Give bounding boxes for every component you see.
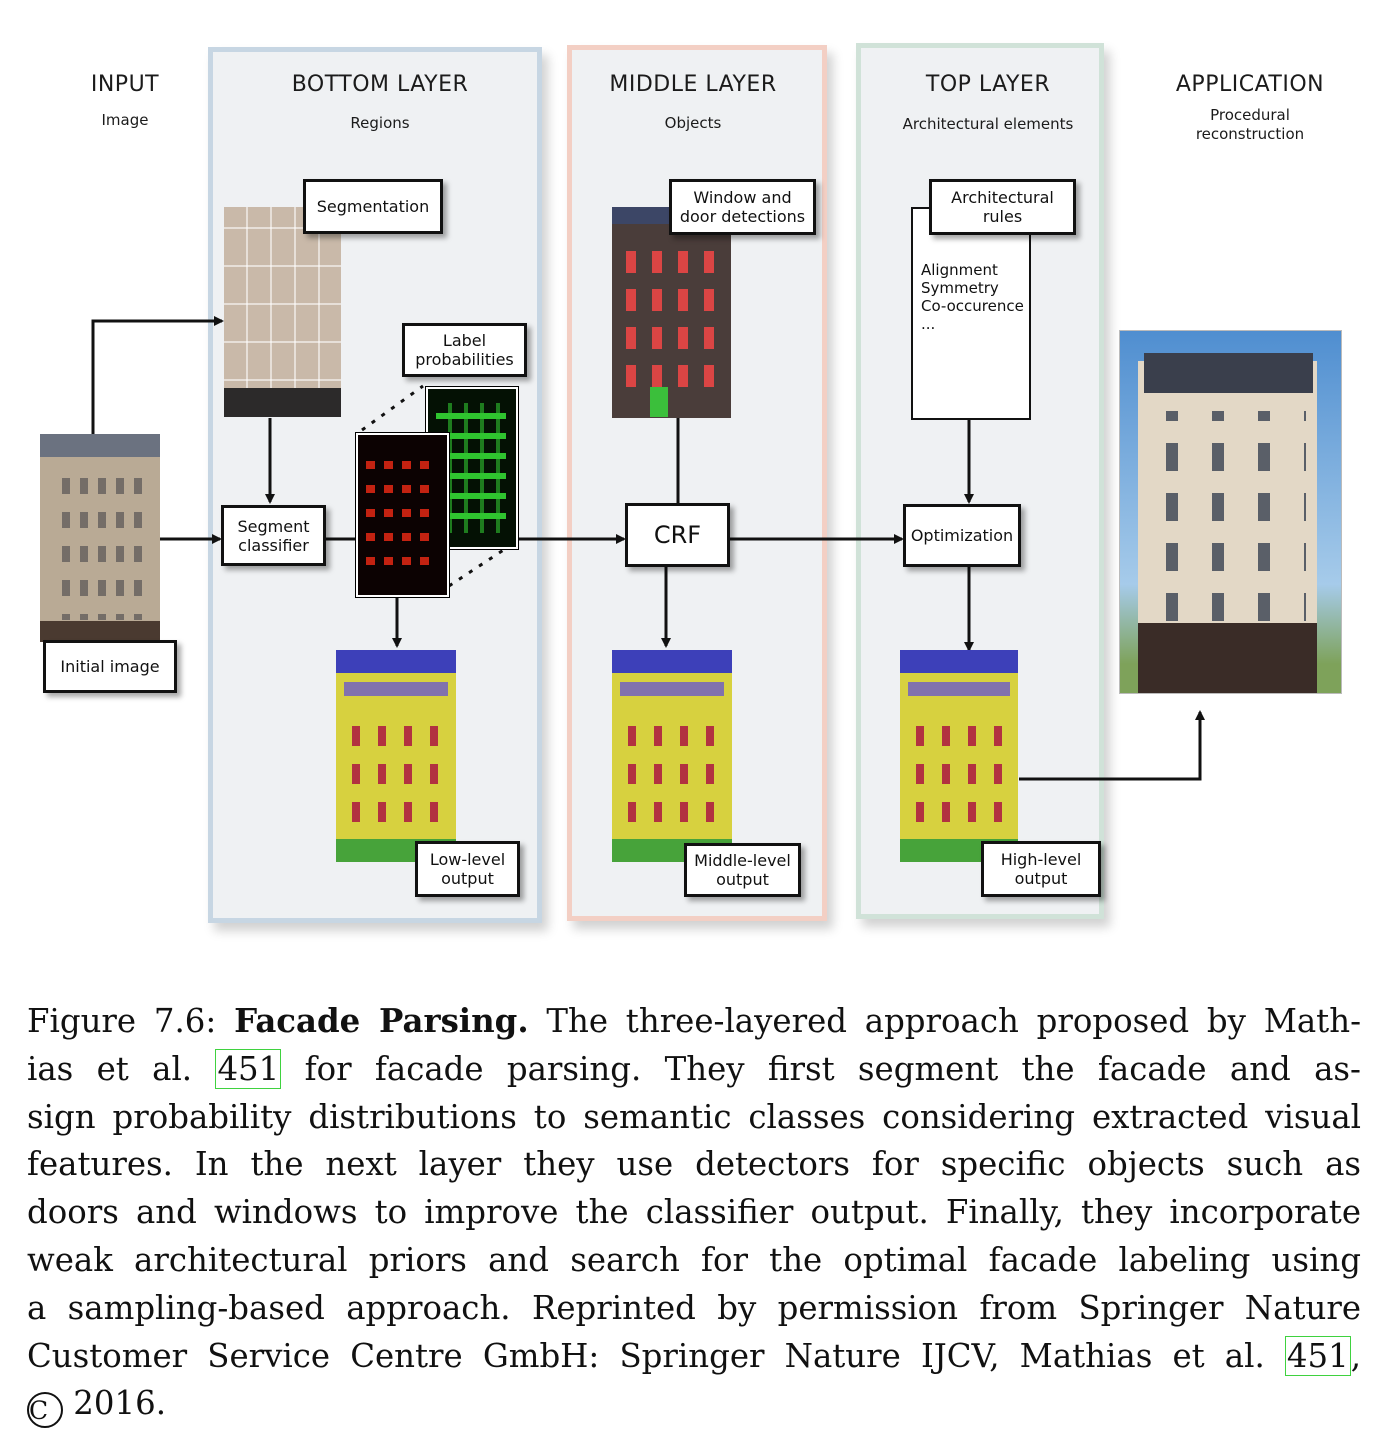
rule-alignment: Alignment [921, 261, 998, 279]
figure-title: Facade Parsing. [234, 1002, 529, 1040]
caption-text-2b: for facade parsing. They first segment t… [304, 1049, 1361, 1088]
input-building-image [40, 434, 160, 642]
label-probabilities-line-2: probabilities [415, 350, 514, 369]
caption-line-3: sign probability distributions to semant… [27, 1097, 1361, 1136]
high-level-output-line-1: High-level [1000, 850, 1082, 869]
rule-symmetry: Symmetry [921, 279, 999, 297]
flow-arrows [91, 316, 1205, 781]
low-level-output-image [336, 650, 456, 862]
caption-text-8b: , [1350, 1336, 1362, 1375]
caption-line-1: Figure 7.6: Facade Parsing. The three-la… [27, 998, 1361, 1046]
caption-line-9: C 2016. [27, 1380, 1361, 1429]
middle-layer-title: MIDDLE LAYER [609, 72, 777, 97]
architectural-rules-list: Alignment Symmetry Co-occurence ... [911, 207, 1031, 420]
input-title: INPUT [90, 72, 160, 97]
caption-line-8: Customer Service Centre GmbH: Springer N… [27, 1333, 1361, 1381]
figure-caption: Figure 7.6: Facade Parsing. The three-la… [27, 998, 1361, 1429]
low-level-output-line-2: output [441, 869, 494, 888]
high-level-output-image [900, 650, 1018, 862]
application-title: APPLICATION [1175, 72, 1325, 97]
rule-co-occurence: Co-occurence [921, 297, 1024, 315]
high-level-output-line-2: output [1014, 869, 1068, 888]
segment-classifier-line-1: Segment [237, 516, 310, 536]
citation-link-451[interactable]: 451 [215, 1048, 282, 1089]
application-subtitle: Procedural reconstruction [1140, 106, 1360, 144]
caption-line-4: features. In the next layer they use det… [27, 1145, 1361, 1184]
low-level-output-line-1: Low-level [429, 850, 506, 869]
architectural-rules-line-1: Architectural [951, 188, 1054, 207]
crf-box: CRF [625, 503, 730, 567]
caption-line-7: a sampling-based approach. Reprinted by … [27, 1288, 1361, 1327]
copyright-year: 2016. [73, 1384, 167, 1423]
top-layer-title: TOP LAYER [925, 72, 1051, 97]
middle-level-output-line-1: Middle-level [694, 851, 791, 870]
top-layer-subtitle: Architectural elements [902, 115, 1074, 133]
zoom-line-top [361, 384, 424, 432]
caption-text-8a: Customer Service Centre GmbH: Springer N… [27, 1336, 1265, 1375]
figure-label: Figure 7.6: [27, 1002, 217, 1040]
bottom-layer-subtitle: Regions [350, 114, 410, 132]
citation-link-451-second[interactable]: 451 [1284, 1335, 1351, 1376]
procedural-reconstruction-render [1120, 331, 1341, 693]
label-probabilities-line-1: Label [442, 331, 487, 350]
middle-level-output-image [612, 650, 732, 862]
window-door-line-1: Window and [693, 188, 792, 207]
input-subtitle: Image [101, 111, 149, 129]
copyright-icon: C [27, 1392, 63, 1429]
caption-text-1: The three-layered approach proposed by M… [546, 1002, 1362, 1040]
arrow-high-level-to-application [1019, 710, 1205, 781]
rule-ellipsis: ... [921, 315, 936, 333]
caption-text-2a: ias et al. [27, 1049, 193, 1088]
zoom-line-bottom [448, 543, 512, 588]
application-subtitle-line-2: reconstruction [1195, 125, 1305, 143]
arrow-input-to-segmentation [91, 316, 224, 436]
caption-line-5: doors and windows to improve the classif… [27, 1193, 1361, 1232]
bottom-layer-title: BOTTOM LAYER [291, 72, 469, 97]
middle-layer-subtitle: Objects [664, 114, 722, 132]
middle-level-output-line-2: output [716, 870, 769, 889]
caption-line-6: weak architectural priors and search for… [27, 1240, 1361, 1279]
application-subtitle-line-1: Procedural [1210, 106, 1290, 124]
architectural-rules-line-2: rules [982, 207, 1023, 226]
caption-line-2: ias et al. 451 for facade parsing. They … [27, 1046, 1361, 1094]
segmentation-box: Segmentation [303, 179, 443, 234]
window-door-line-2: door detections [679, 207, 806, 226]
initial-image-label: Initial image [43, 640, 177, 693]
segment-classifier-line-2: classifier [238, 535, 309, 555]
window-door-detections-image [612, 207, 731, 418]
red-probability-map [356, 433, 449, 597]
optimization-box: Optimization [903, 504, 1021, 567]
segmentation-image [224, 207, 341, 417]
